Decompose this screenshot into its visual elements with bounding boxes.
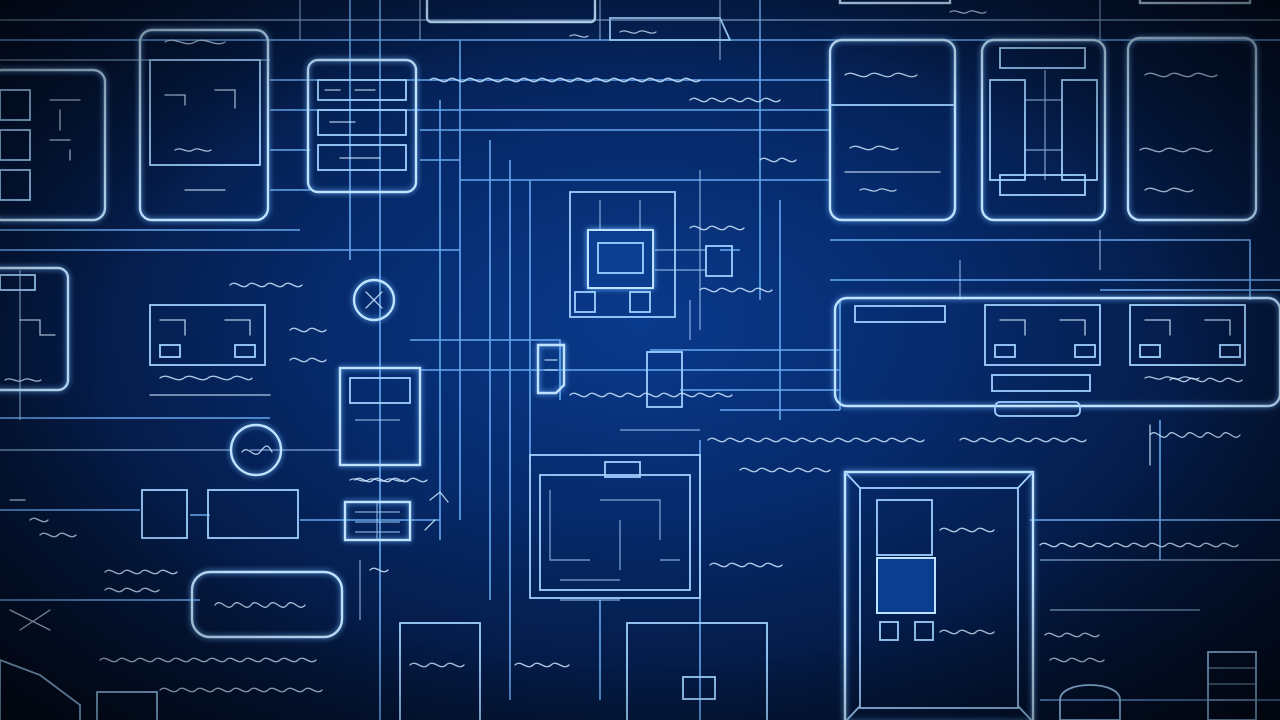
circuit-blueprint: [0, 0, 1280, 720]
vignette: [0, 0, 1280, 720]
